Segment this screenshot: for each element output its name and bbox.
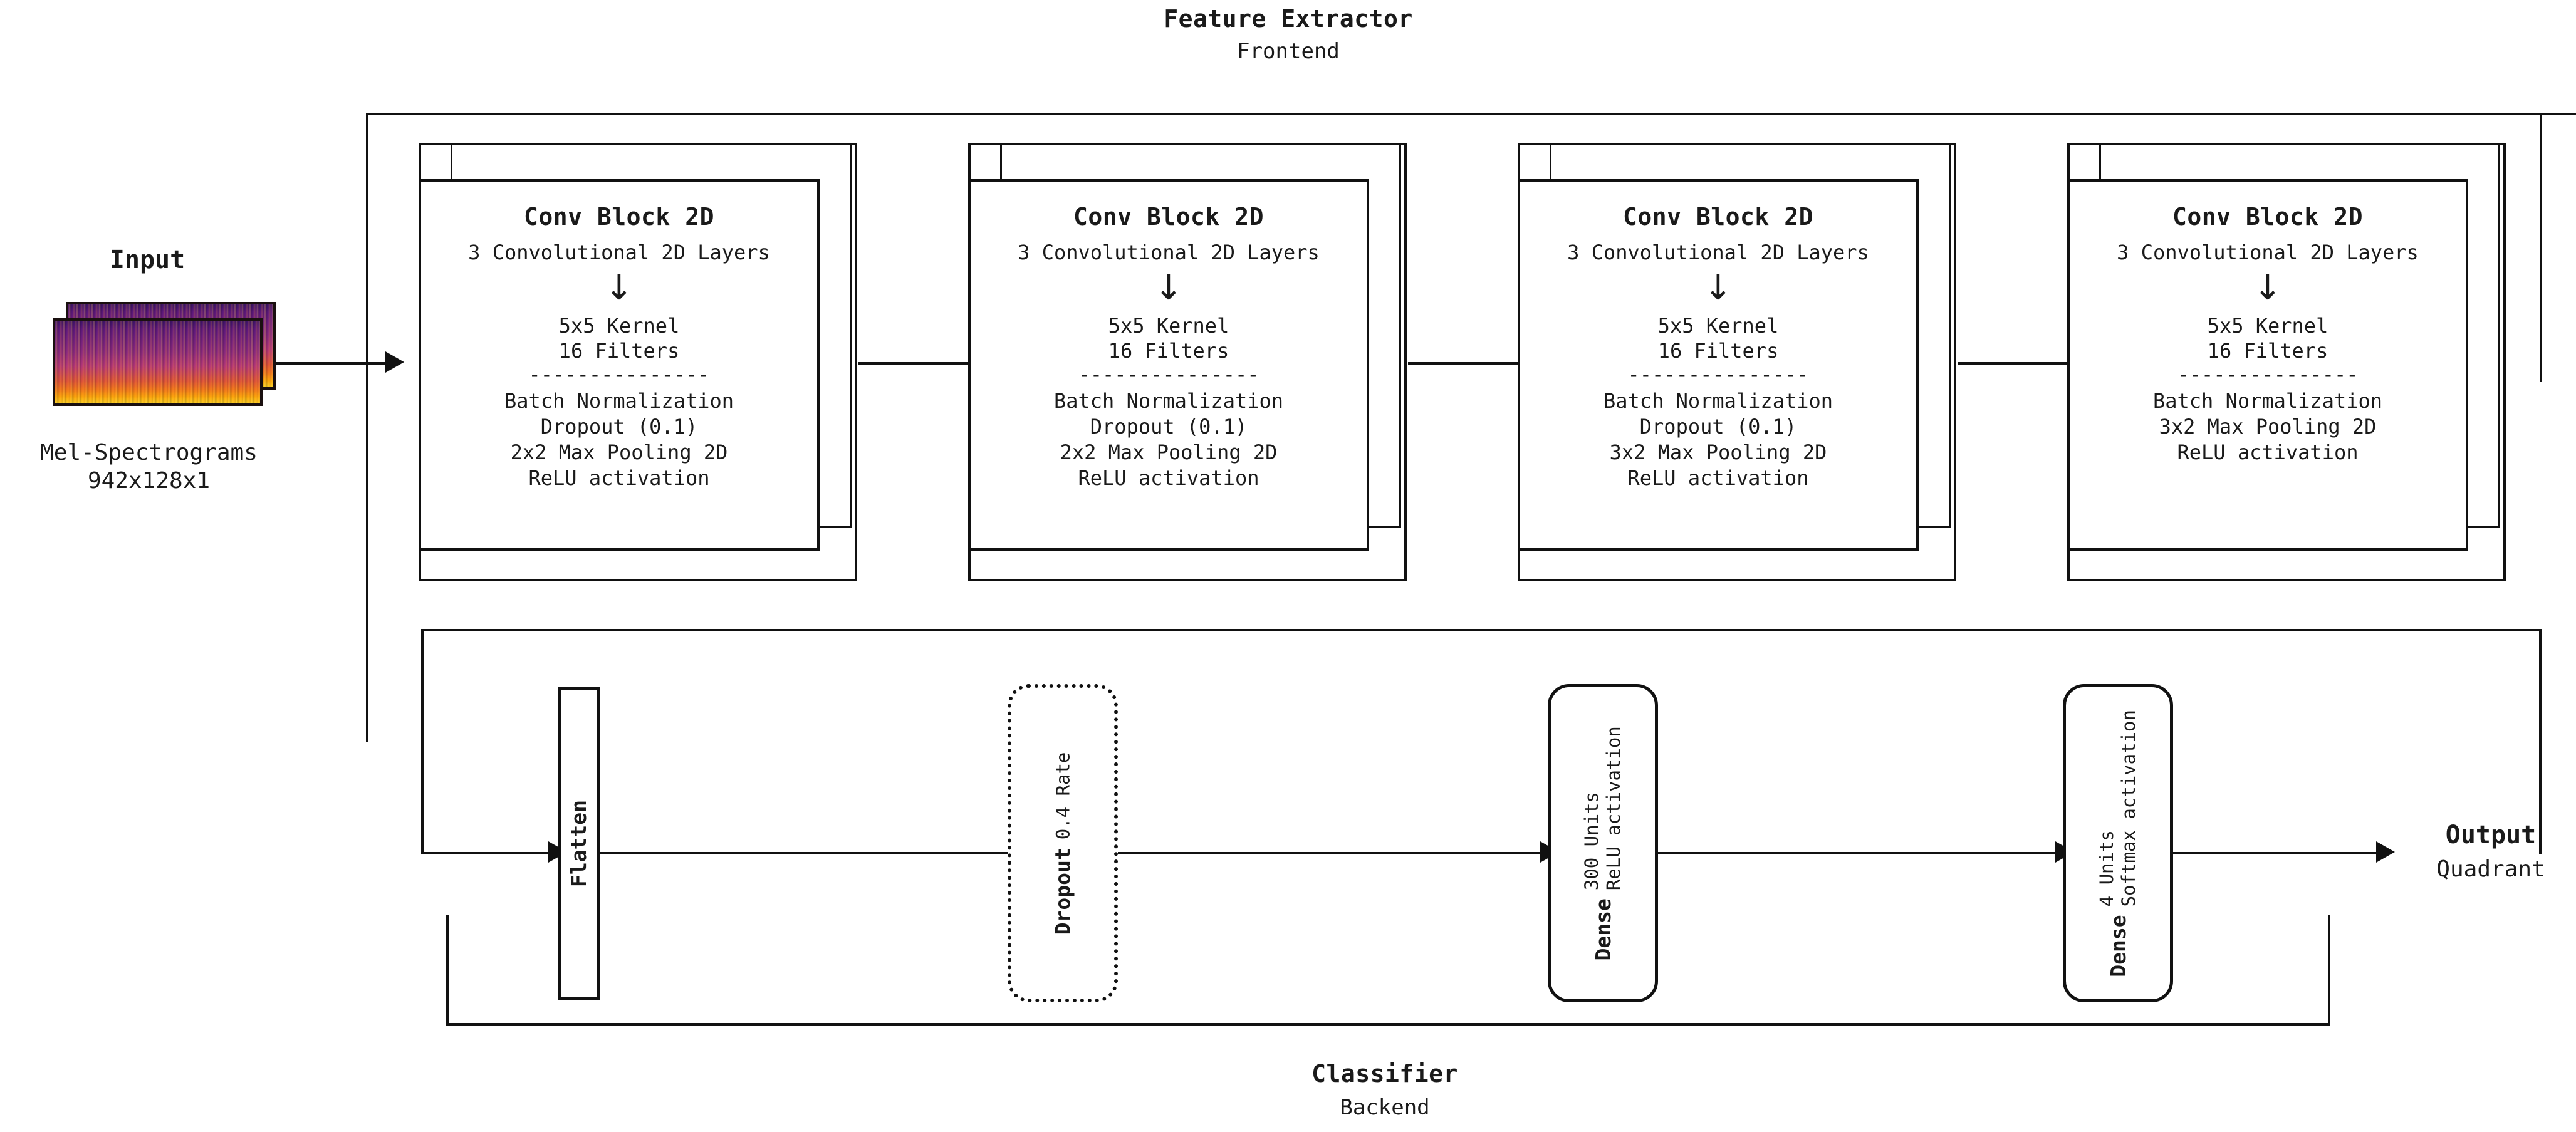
conv-block-2-post-2: 2x2 Max Pooling 2D: [1060, 440, 1278, 464]
conv-block-4-title: Conv Block 2D: [2172, 203, 2363, 231]
flatten-label: Flatten: [566, 799, 592, 887]
conv-block-2-post-3: ReLU activation: [1078, 465, 1259, 490]
dense1-label: Dense: [1590, 898, 1615, 961]
down-arrow-icon: ↓: [1154, 267, 1184, 308]
dense1-details: 300 Units ReLU activation: [1581, 726, 1625, 890]
output-title: Output: [2445, 821, 2537, 849]
arrow-block3-to-block4-line: [1958, 362, 2070, 365]
conv-block-3-separator: ---------------: [1627, 363, 1809, 387]
feature-extractor-bracket-right-stub: [2540, 113, 2542, 382]
arrow-input-to-block1-head: [385, 351, 404, 373]
conv-block-1-post-3: ReLU activation: [528, 465, 710, 490]
conv-block-4-card[interactable]: Conv Block 2D 3 Convolutional 2D Layers …: [2067, 179, 2468, 551]
layer-flatten[interactable]: Flatten: [558, 687, 600, 1000]
layer-dense-2[interactable]: Dense 4 Units Softmax activation: [2063, 684, 2173, 1002]
dropout-rate: 0.4 Rate: [1052, 752, 1074, 839]
dense2-details: 4 Units Softmax activation: [2096, 710, 2141, 906]
arrow-block1-to-block2-line: [858, 362, 971, 365]
output-subtitle: Quadrant: [2436, 856, 2545, 882]
conv-block-3-post-3: ReLU activation: [1627, 465, 1809, 490]
classifier-bracket-bottom-left-stub: [446, 915, 449, 1026]
conv-block-3-layers: 3 Convolutional 2D Layers: [1567, 241, 1869, 264]
spectrogram-front: [53, 318, 263, 406]
conv-block-4-post-1: 3x2 Max Pooling 2D: [2159, 414, 2377, 439]
conv-block-1-title: Conv Block 2D: [524, 203, 714, 231]
feature-extractor-bracket-top-edge: [366, 113, 2542, 115]
feature-extractor-subtitle: Frontend: [1237, 39, 1340, 64]
conv-block-3-card[interactable]: Conv Block 2D 3 Convolutional 2D Layers …: [1518, 179, 1919, 551]
conv-block-2-card[interactable]: Conv Block 2D 3 Convolutional 2D Layers …: [968, 179, 1369, 551]
conv-block-2-post-1: Dropout (0.1): [1090, 414, 1248, 439]
conv-block-1-filters: 16 Filters: [558, 339, 680, 363]
conv-block-2-title: Conv Block 2D: [1073, 203, 1264, 231]
dense2-label-group: Dense 4 Units Softmax activation: [2096, 710, 2141, 977]
conv-block-3-post-1: Dropout (0.1): [1639, 414, 1797, 439]
input-subtitle-line1: Mel-Spectrograms: [40, 440, 258, 465]
layer-dense-1[interactable]: Dense 300 Units ReLU activation: [1548, 684, 1658, 1002]
input-title: Input: [109, 246, 185, 274]
down-arrow-icon: ↓: [1703, 267, 1733, 308]
conv-block-1-post-1: Dropout (0.1): [540, 414, 698, 439]
arrow-dense1-to-dense2-line: [1658, 852, 2059, 854]
conv-block-1-separator: ---------------: [528, 363, 710, 387]
arrow-input-to-block1-line: [276, 362, 388, 365]
conv-block-2-container: Conv Block 2D 3 Convolutional 2D Layers …: [968, 143, 1407, 581]
conv-block-4-layers: 3 Convolutional 2D Layers: [2117, 241, 2419, 264]
layer-dropout[interactable]: Dropout 0.4 Rate: [1008, 684, 1118, 1002]
conv-block-2-kernel: 5x5 Kernel: [1108, 314, 1229, 338]
conv-block-3-title: Conv Block 2D: [1623, 203, 1813, 231]
conv-block-3-container: Conv Block 2D 3 Convolutional 2D Layers …: [1518, 143, 1956, 581]
conv-block-4-kernel: 5x5 Kernel: [2207, 314, 2328, 338]
classifier-bracket-right-edge: [2539, 629, 2542, 854]
down-arrow-icon: ↓: [604, 267, 634, 308]
classifier-bracket-left-edge: [421, 629, 424, 854]
dense1-activation: ReLU activation: [1603, 725, 1624, 890]
classifier-subtitle: Backend: [1340, 1095, 1430, 1120]
conv-block-2-layers: 3 Convolutional 2D Layers: [1018, 241, 1320, 264]
conv-block-1-post-2: 2x2 Max Pooling 2D: [510, 440, 728, 464]
conv-block-4-filters: 16 Filters: [2207, 339, 2328, 363]
conv-block-1-card[interactable]: Conv Block 2D 3 Convolutional 2D Layers …: [419, 179, 820, 551]
arrow-dense2-to-output-head: [2376, 841, 2395, 863]
conv-block-3-filters: 16 Filters: [1657, 339, 1779, 363]
classifier-title: Classifier: [1311, 1060, 1458, 1088]
conv-block-4-post-2: ReLU activation: [2177, 440, 2359, 464]
feature-extractor-title: Feature Extractor: [1164, 5, 1413, 33]
conv-block-2-separator: ---------------: [1078, 363, 1259, 387]
arrow-dropout-to-dense1-line: [1118, 852, 1544, 854]
conv-block-1-kernel: 5x5 Kernel: [558, 314, 680, 338]
dense1-units: 300 Units: [1580, 791, 1602, 890]
dense2-label: Dense: [2105, 914, 2130, 977]
conv-block-2-filters: 16 Filters: [1108, 339, 1229, 363]
conv-block-4-separator: ---------------: [2177, 363, 2359, 387]
arrow-block2-to-block3-line: [1408, 362, 1521, 365]
dense2-units: 4 Units: [2095, 829, 2117, 906]
conv-block-4-container: Conv Block 2D 3 Convolutional 2D Layers …: [2067, 143, 2506, 581]
conv-block-4-post-0: Batch Normalization: [2152, 389, 2383, 413]
dense1-label-group: Dense 300 Units ReLU activation: [1581, 726, 1625, 960]
feature-extractor-bracket-left-stub: [366, 113, 368, 382]
conv-block-1-layers: 3 Convolutional 2D Layers: [468, 241, 770, 264]
flatten-label-group: Flatten: [567, 799, 592, 886]
conv-block-2-post-0: Batch Normalization: [1053, 389, 1284, 413]
classifier-bracket-bottom-edge: [446, 1023, 2330, 1026]
dropout-label: Dropout: [1050, 847, 1075, 935]
conv-block-1-container: Conv Block 2D 3 Convolutional 2D Layers …: [419, 143, 857, 581]
conv-block-3-kernel: 5x5 Kernel: [1657, 314, 1779, 338]
conv-block-3-post-0: Batch Normalization: [1603, 389, 1833, 413]
classifier-bracket-bottom-right-stub: [2328, 915, 2330, 1026]
classifier-bracket-top-edge: [421, 629, 2542, 631]
conv-block-1-post-0: Batch Normalization: [504, 389, 734, 413]
down-arrow-icon: ↓: [2253, 267, 2283, 308]
dropout-label-group: Dropout 0.4 Rate: [1051, 752, 1075, 935]
arrow-dense2-to-output-line: [2173, 852, 2380, 854]
classifier-bracket-inlet: [421, 852, 571, 854]
conv-block-3-post-2: 3x2 Max Pooling 2D: [1609, 440, 1827, 464]
arrow-flatten-to-dropout-line: [600, 852, 1014, 854]
dense2-activation: Softmax activation: [2118, 709, 2139, 906]
input-subtitle-line2: 942x128x1: [87, 468, 211, 494]
